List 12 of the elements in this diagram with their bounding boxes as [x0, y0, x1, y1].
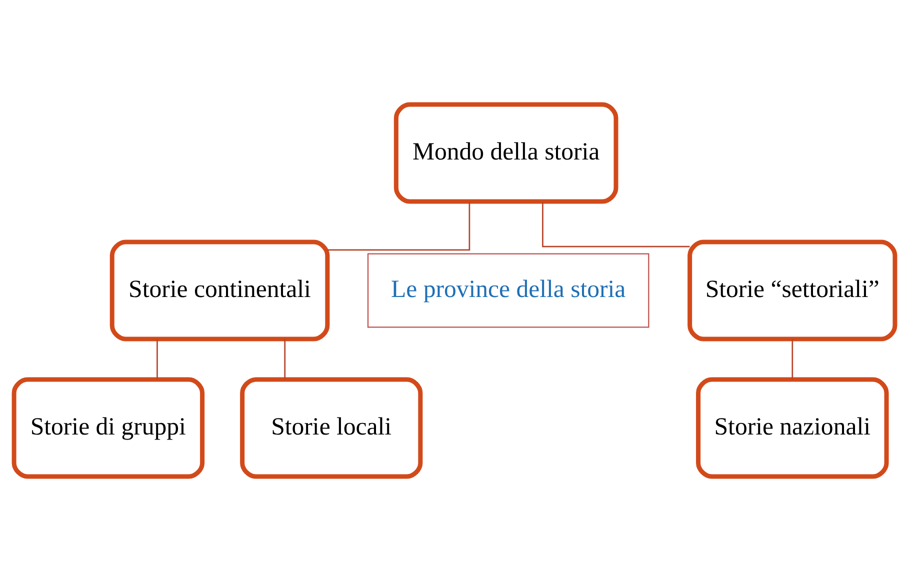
node-box: Mondo della storia [393, 102, 618, 204]
node-box: Storie “settoriali” [687, 239, 897, 341]
connector [542, 201, 690, 247]
connector [156, 338, 158, 379]
node-box: Storie nazionali [696, 376, 888, 478]
connector [284, 338, 286, 379]
connector [326, 201, 470, 250]
node-box: Storie continentali [109, 239, 330, 341]
node-box: Storie di gruppi [11, 376, 204, 478]
node-box: Storie locali [240, 376, 422, 478]
connector [791, 338, 793, 379]
node-box: Le province della storia [366, 252, 649, 328]
